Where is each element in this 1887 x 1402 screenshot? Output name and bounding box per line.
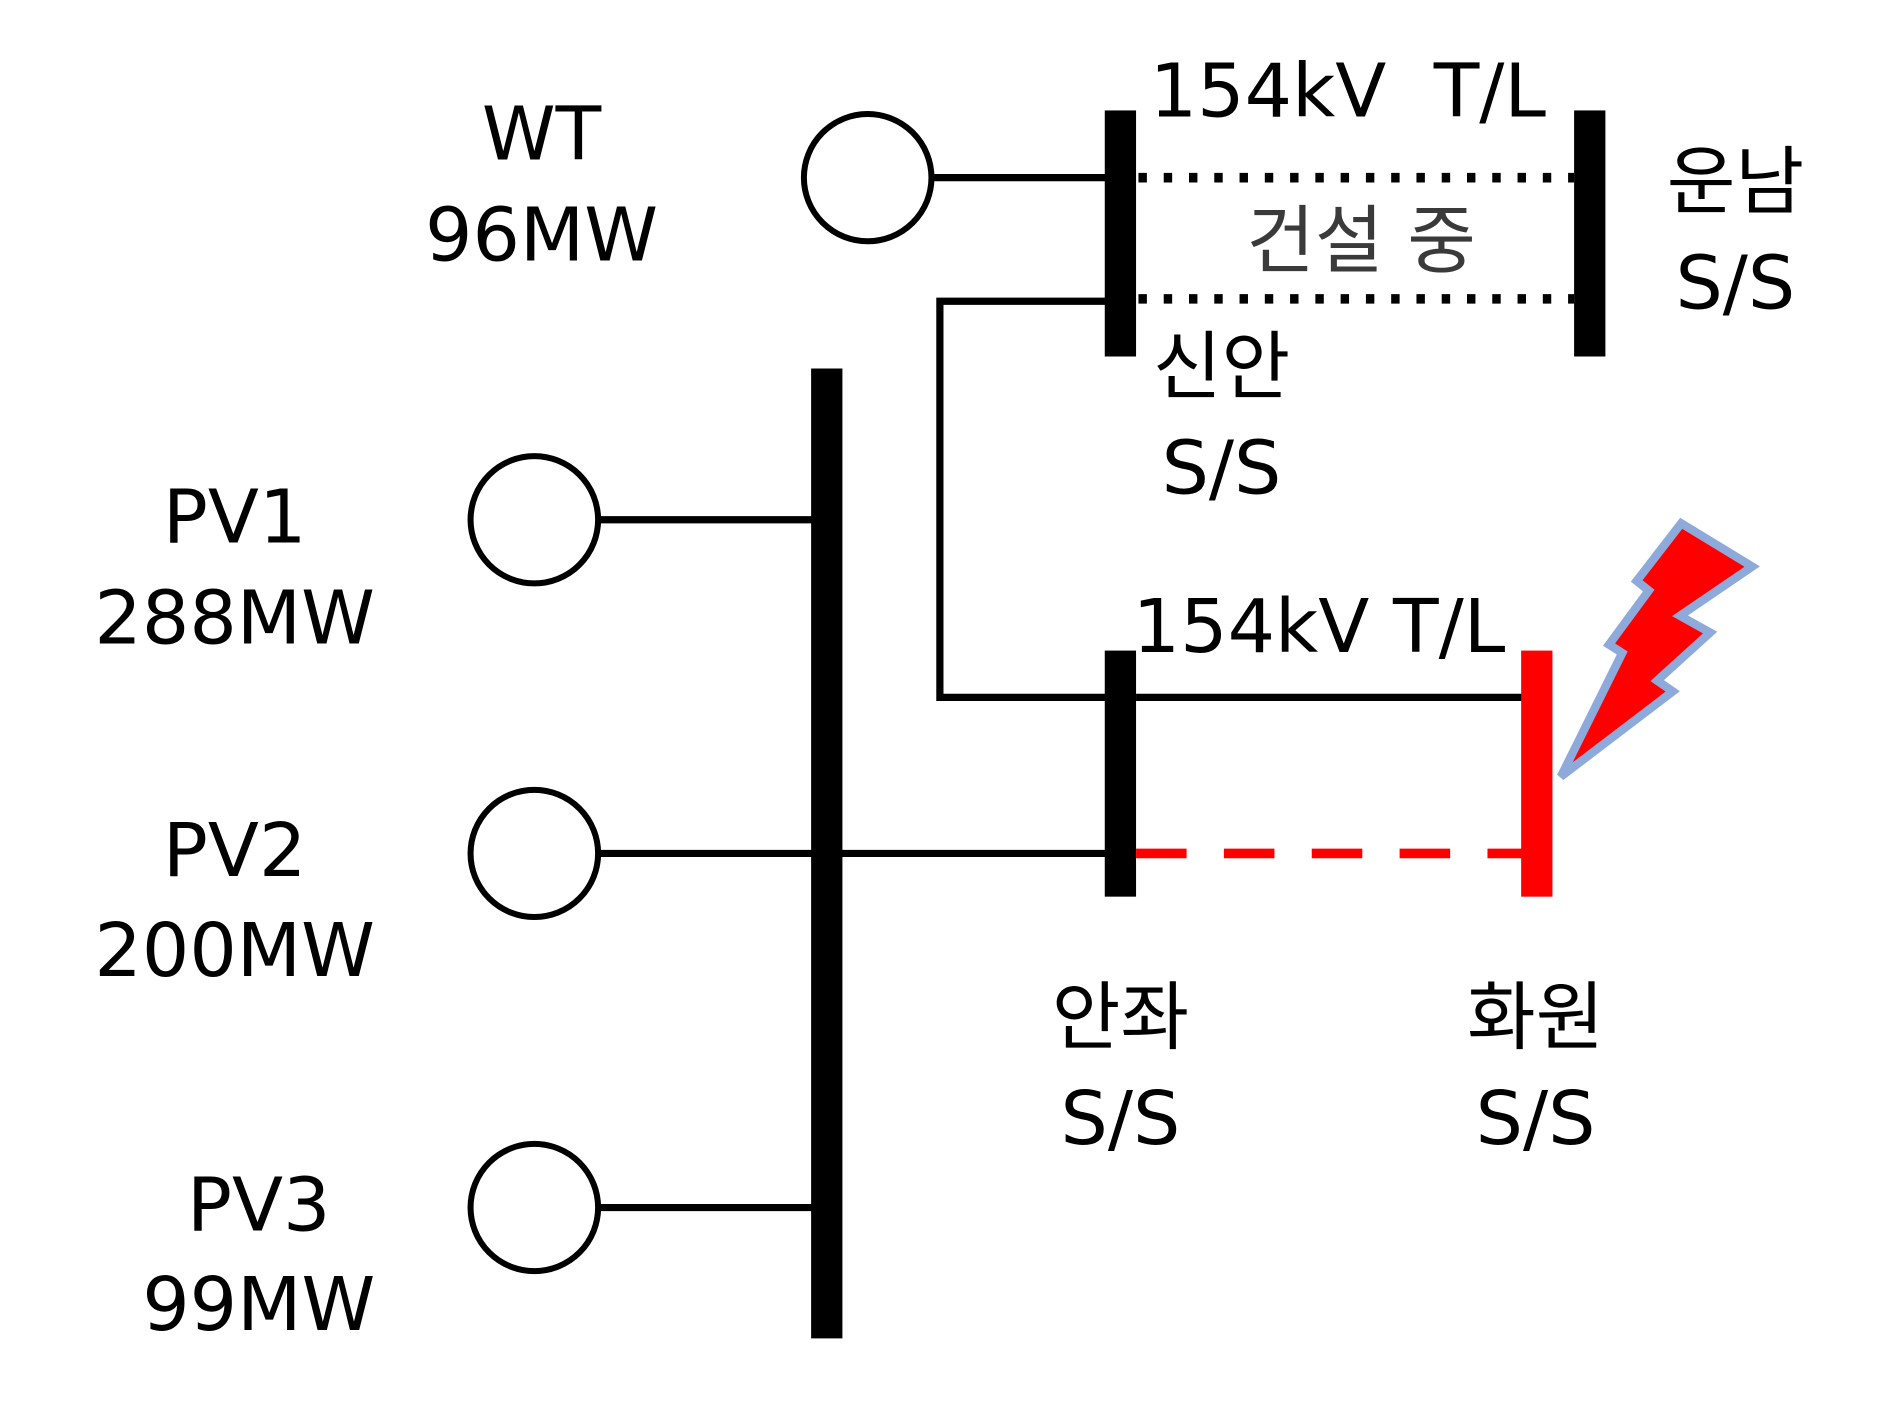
anjwa-bus [1104, 650, 1137, 897]
pv2-name-label: PV2 [163, 807, 306, 894]
unnam-name-label: 운남 [1667, 139, 1804, 226]
unnam-suffix-label: S/S [1675, 240, 1795, 327]
top-line-label: 154kV T/L [1150, 48, 1547, 135]
unnam-bus [1574, 110, 1606, 357]
hwawon-bus-faulted [1521, 650, 1553, 897]
pv3-capacity-label: 99MW [142, 1261, 375, 1348]
pv1-generator-icon [467, 453, 602, 587]
pv2-capacity-label: 200MW [94, 907, 375, 994]
wt-capacity-label: 96MW [425, 192, 658, 279]
lightning-fault-icon [1557, 517, 1760, 780]
sinan-bus [1104, 110, 1137, 357]
hwawon-suffix-label: S/S [1476, 1075, 1596, 1162]
wt-name-label: WT [482, 91, 602, 178]
wt-generator-icon [800, 111, 935, 245]
hwawon-name-label: 화원 [1467, 974, 1604, 1061]
pv3-name-label: PV3 [187, 1161, 330, 1248]
sinan-name-label: 신안 [1153, 324, 1290, 411]
pv1-capacity-label: 288MW [94, 574, 375, 661]
construction-status-label: 건설 중 [1246, 198, 1476, 285]
bottom-line-label: 154kV T/L [1133, 583, 1506, 670]
sinan-anjwa-line [936, 297, 1108, 701]
anjwa-name-label: 안좌 [1052, 974, 1189, 1061]
anjwa-suffix-label: S/S [1060, 1075, 1180, 1162]
pv1-name-label: PV1 [163, 474, 306, 561]
sinan-suffix-label: S/S [1162, 424, 1282, 511]
pv3-generator-icon [467, 1140, 602, 1275]
pv2-generator-icon [467, 786, 602, 921]
